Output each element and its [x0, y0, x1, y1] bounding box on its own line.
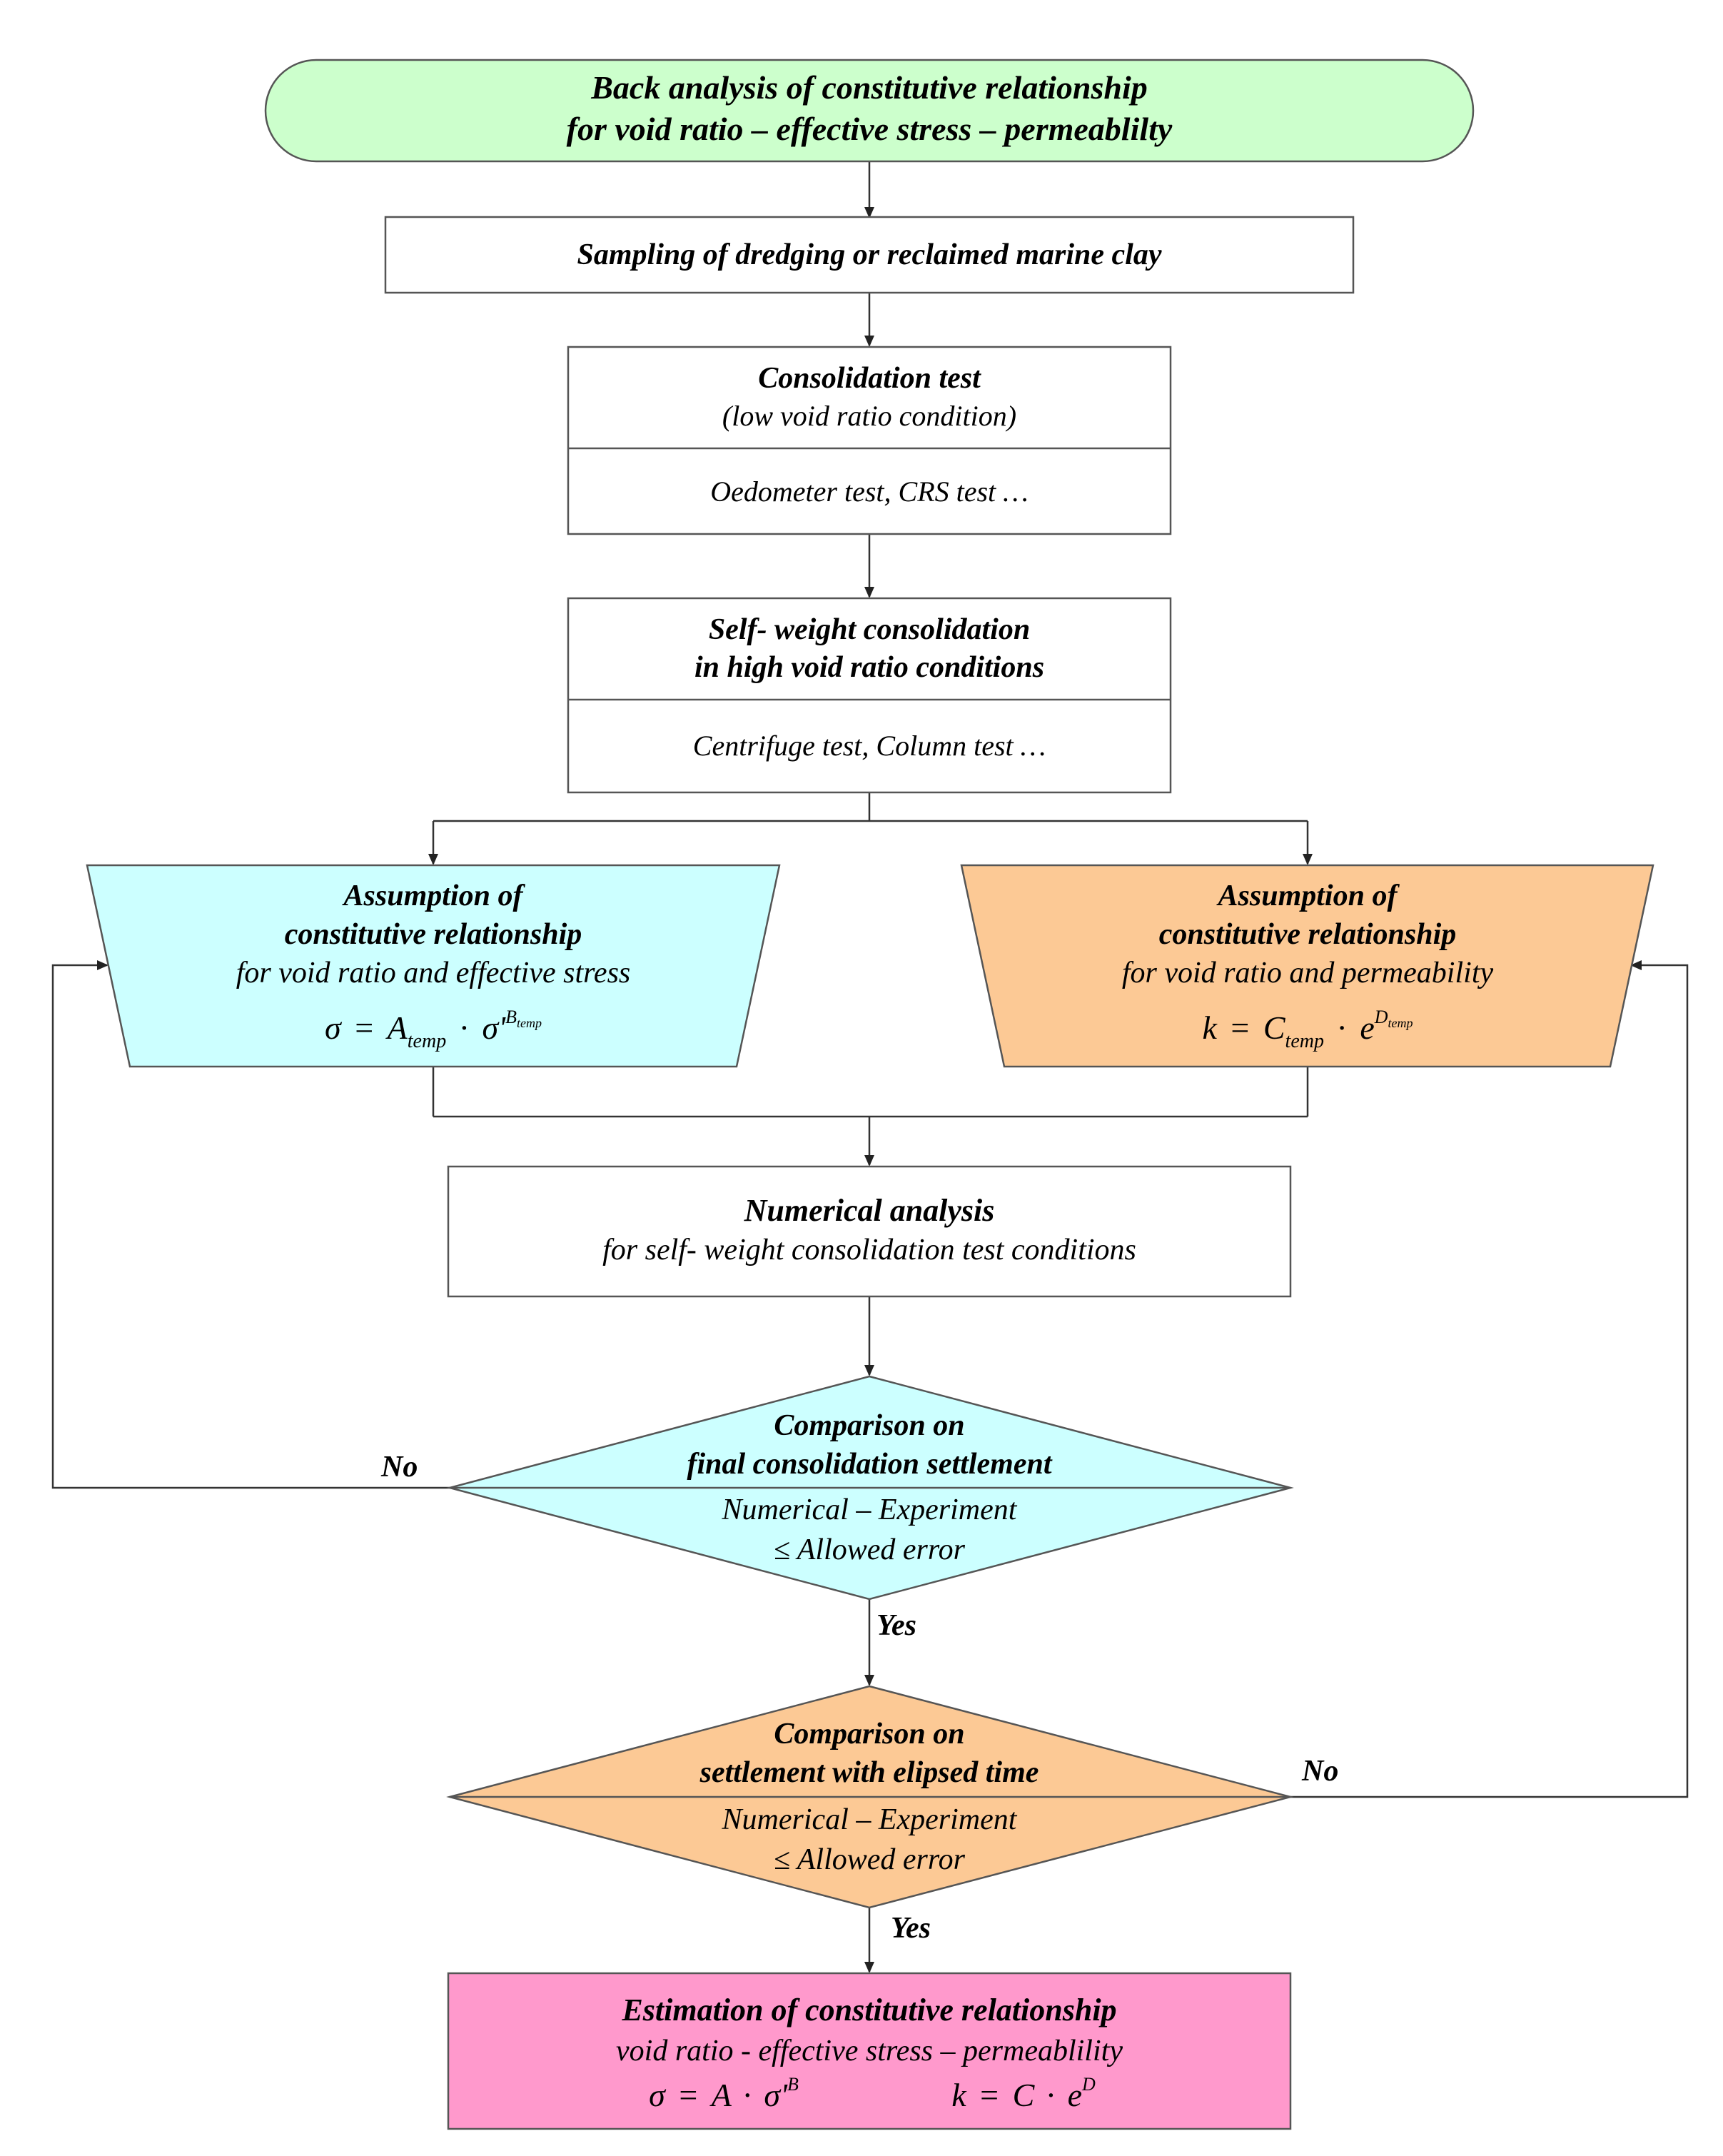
assumption-permeability-formula: k = Ctemp · eDtemp: [1202, 1007, 1413, 1054]
result-formula-permeability: k = C · eD: [951, 2074, 1096, 2113]
consolidation-condition: (low void ratio condition): [722, 400, 1016, 432]
numerical-box: [447, 1165, 1292, 1298]
result-subtitle: void ratio - effective stress – permeabl…: [616, 2035, 1123, 2067]
decision2-line3: Numerical – Experiment: [722, 1803, 1018, 1836]
decision-settlement-time: Comparison on settlement with elipsed ti…: [446, 1685, 1338, 1945]
consolidation-tests: Oedometer test, CRS test …: [710, 475, 1029, 508]
decision2-line2: settlement with elipsed time: [699, 1756, 1039, 1789]
self-weight-step: Self- weight consolidation in high void …: [567, 597, 1172, 794]
assumption-permeability-shape: [960, 864, 1654, 1068]
result-box: [447, 1972, 1292, 2130]
consolidation-box: [567, 346, 1172, 535]
decision1-line1: Comparison on: [774, 1409, 964, 1442]
assumption-permeability-line2: constitutive relationship: [1159, 918, 1457, 951]
sampling-label: Sampling of dredging or reclaimed marine…: [577, 238, 1162, 271]
assumption-stress-shape: [86, 864, 781, 1068]
sampling-box: [384, 216, 1355, 294]
sampling-step: Sampling of dredging or reclaimed marine…: [384, 216, 1355, 294]
consolidation-step: Consolidation test (low void ratio condi…: [567, 346, 1172, 535]
assumption-stress-formula: σ = Atemp · σ'Btemp: [325, 1007, 542, 1054]
decision2-line4: ≤ Allowed error: [774, 1843, 966, 1876]
start-title-line1: Back analysis of constitutive relationsh…: [590, 69, 1148, 106]
decision2-line1: Comparison on: [774, 1718, 964, 1751]
decision2-no-label: No: [1301, 1755, 1338, 1788]
decision1-line3: Numerical – Experiment: [722, 1493, 1018, 1526]
assumption-permeability-line1: Assumption of: [1216, 880, 1400, 912]
start-terminator: Back analysis of constitutive relationsh…: [264, 59, 1475, 163]
loop-no-left: [51, 960, 450, 1489]
self-weight-box: [567, 597, 1172, 794]
result-formula-stress: σ = A · σ'B: [649, 2074, 799, 2113]
self-weight-line2: in high void ratio conditions: [694, 651, 1044, 684]
decision1-yes-label: Yes: [876, 1609, 916, 1642]
connectors: [51, 161, 1689, 1973]
start-shape: [264, 59, 1475, 163]
consolidation-title: Consolidation test: [758, 362, 981, 395]
assumption-stress-line2: constitutive relationship: [285, 918, 582, 951]
numerical-title: Numerical analysis: [744, 1193, 995, 1228]
numerical-subtitle: for self- weight consolidation test cond…: [602, 1234, 1136, 1266]
assumption-permeability-line3: for void ratio and permeability: [1122, 957, 1494, 989]
decision-final-settlement: Comparison on final consolidation settle…: [380, 1375, 1294, 1642]
self-weight-line1: Self- weight consolidation: [709, 613, 1030, 646]
assumption-permeability-step: Assumption of constitutive relationship …: [960, 864, 1654, 1068]
start-title-line2: for void ratio – effective stress – perm…: [567, 111, 1173, 147]
assumption-stress-step: Assumption of constitutive relationship …: [86, 864, 781, 1068]
loop-no-right: [1290, 960, 1689, 1798]
decision1-line2: final consolidation settlement: [687, 1448, 1052, 1481]
decision1-no-label: No: [380, 1451, 418, 1483]
result-step: Estimation of constitutive relationship …: [447, 1972, 1292, 2130]
numerical-step: Numerical analysis for self- weight cons…: [447, 1165, 1292, 1298]
decision2-yes-label: Yes: [891, 1912, 931, 1945]
result-title: Estimation of constitutive relationship: [621, 1993, 1116, 2027]
assumption-stress-line1: Assumption of: [342, 880, 526, 912]
assumption-stress-line3: for void ratio and effective stress: [236, 957, 631, 989]
decision1-line4: ≤ Allowed error: [774, 1533, 966, 1566]
self-weight-tests: Centrifuge test, Column test …: [693, 730, 1046, 762]
